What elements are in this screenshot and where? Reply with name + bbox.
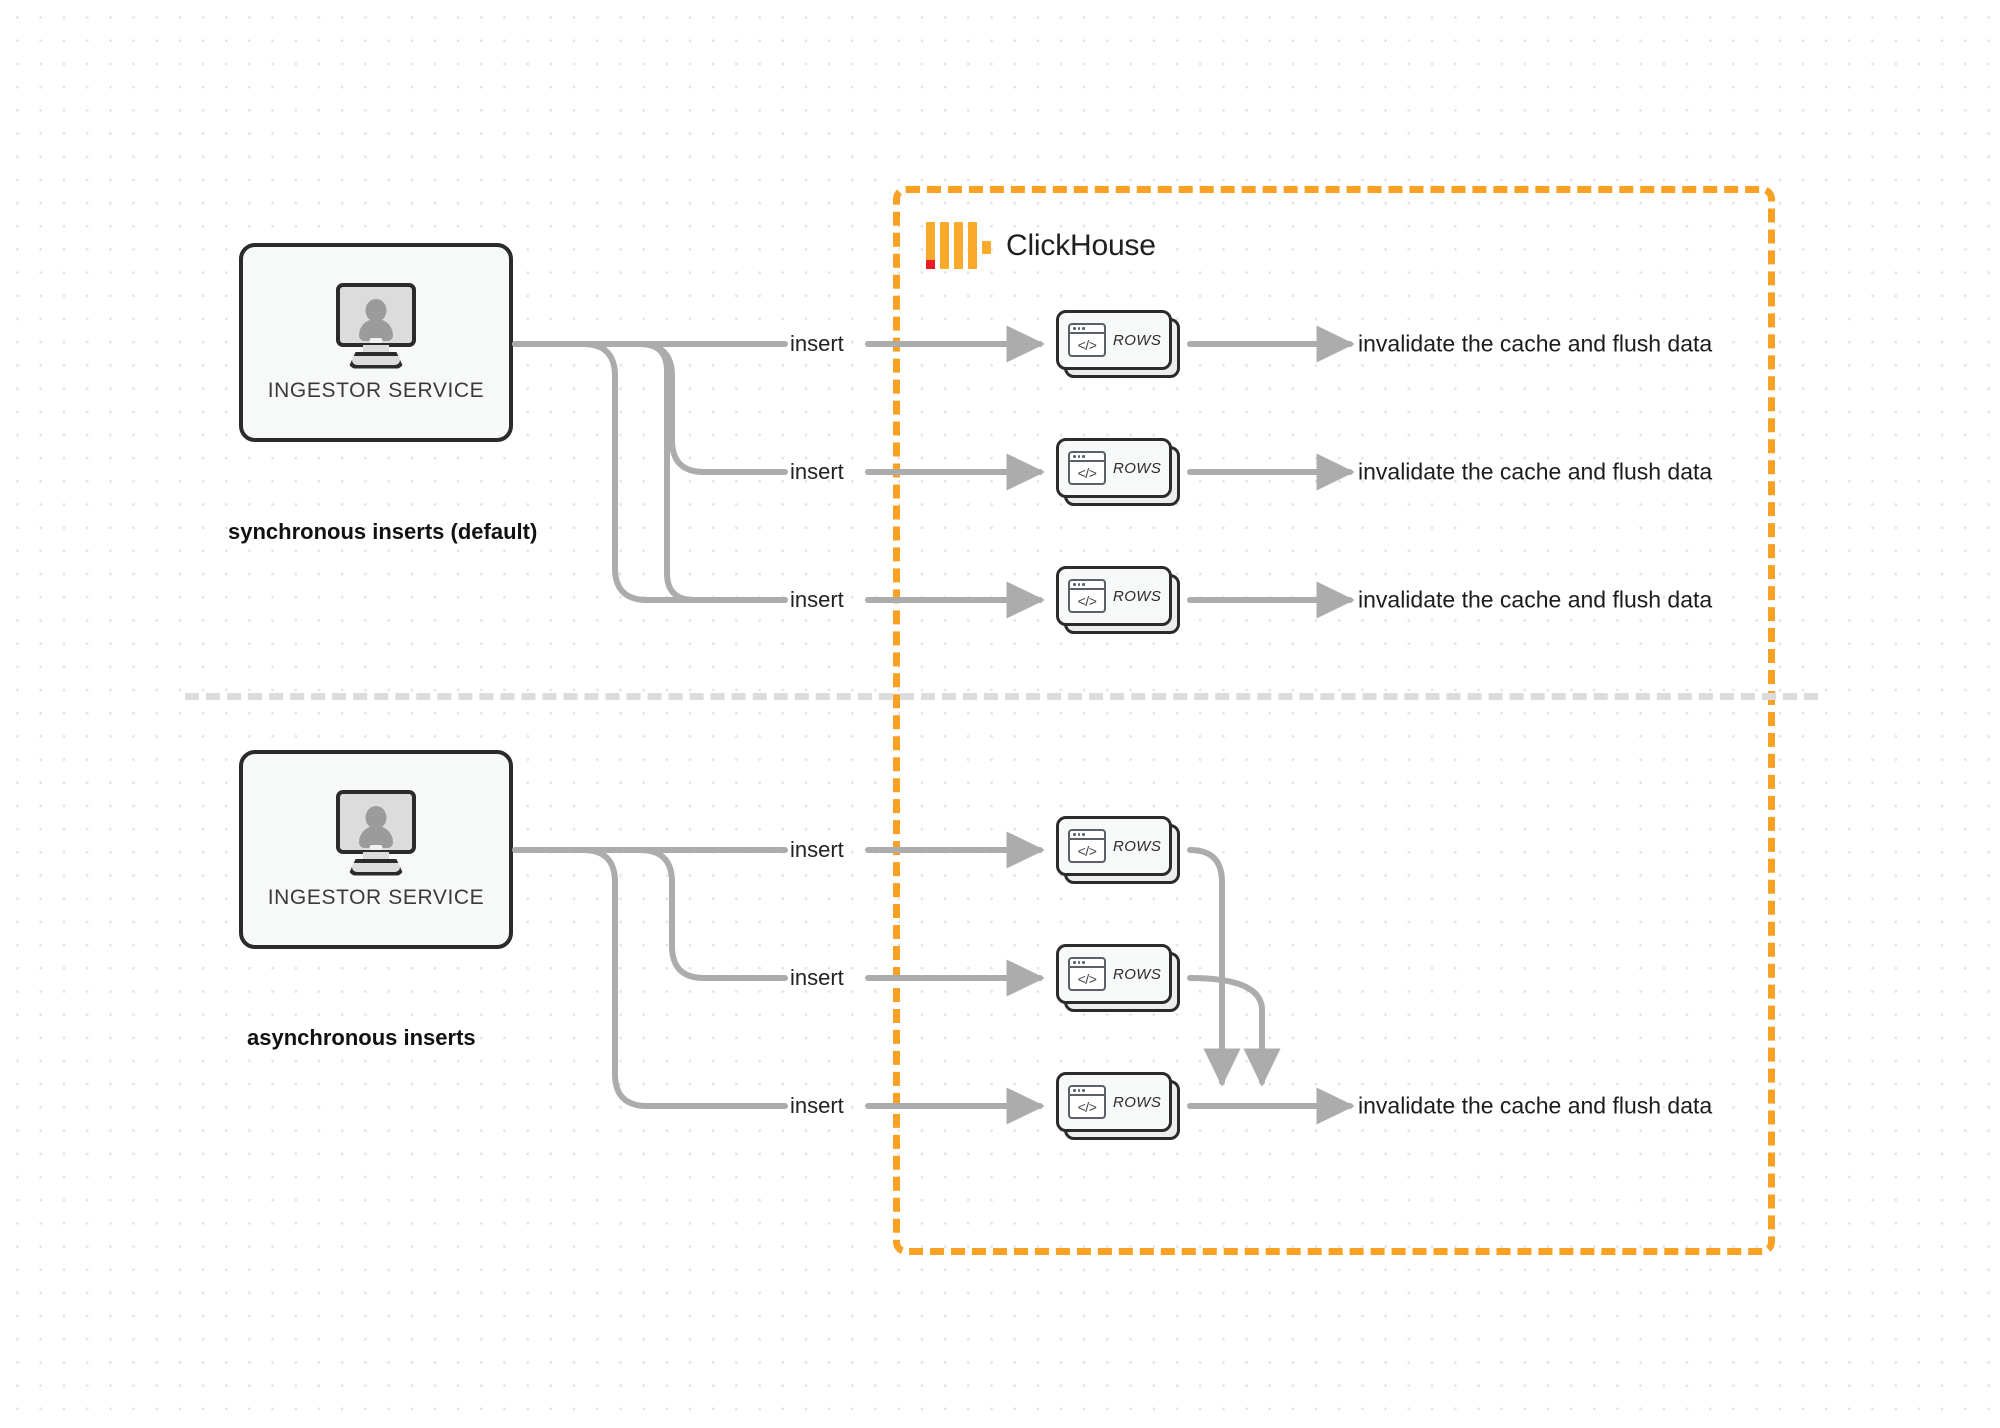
monitor-user-icon — [330, 282, 422, 369]
ingestor-service-async[interactable]: INGESTOR SERVICE — [239, 750, 513, 949]
insert-label-sync-3: insert — [790, 587, 844, 612]
rows-label: ROWS — [1113, 459, 1162, 477]
insert-label-sync-2: insert — [790, 459, 844, 484]
clickhouse-header: ClickHouse — [926, 222, 1156, 269]
rows-label: ROWS — [1113, 1093, 1162, 1111]
rows-label: ROWS — [1113, 587, 1162, 605]
rows-card-async-1[interactable]: </> ROWS — [1056, 816, 1180, 884]
flush-label-sync-2: invalidate the cache and flush data — [1358, 458, 1713, 485]
section-divider — [185, 693, 1818, 700]
insert-label-async-3: insert — [790, 1093, 844, 1118]
code-glyph: </> — [1077, 842, 1097, 859]
code-window-icon: </> — [1068, 323, 1106, 357]
flush-label-async-merged: invalidate the cache and flush data — [1358, 1092, 1713, 1119]
insert-label-async-2: insert — [790, 965, 844, 990]
insert-label-async-1: insert — [790, 837, 844, 862]
code-glyph: </> — [1077, 1098, 1097, 1115]
rows-label: ROWS — [1113, 965, 1162, 983]
rows-card-async-2[interactable]: </> ROWS — [1056, 944, 1180, 1012]
clickhouse-title: ClickHouse — [1006, 228, 1156, 262]
code-glyph: </> — [1077, 464, 1097, 481]
rows-card-sync-2[interactable]: </> ROWS — [1056, 438, 1180, 506]
rows-label: ROWS — [1113, 331, 1162, 349]
ingestor-service-sync[interactable]: INGESTOR SERVICE — [239, 243, 513, 442]
code-window-icon: </> — [1068, 957, 1106, 991]
rows-card-sync-1[interactable]: </> ROWS — [1056, 310, 1180, 378]
ingestor-service-label-sync: INGESTOR SERVICE — [267, 378, 485, 402]
code-window-icon: </> — [1068, 829, 1106, 863]
code-glyph: </> — [1077, 970, 1097, 987]
caption-asynchronous: asynchronous inserts — [247, 1025, 476, 1050]
code-window-icon: </> — [1068, 1085, 1106, 1119]
flush-label-sync-1: invalidate the cache and flush data — [1358, 330, 1713, 357]
rows-card-sync-3[interactable]: </> ROWS — [1056, 566, 1180, 634]
code-glyph: </> — [1077, 592, 1097, 609]
code-window-icon: </> — [1068, 579, 1106, 613]
clickhouse-boundary — [893, 186, 1775, 1255]
clickhouse-logo-icon — [926, 222, 991, 269]
flush-label-sync-3: invalidate the cache and flush data — [1358, 586, 1713, 613]
monitor-user-icon — [330, 789, 422, 876]
ingestor-service-label-async: INGESTOR SERVICE — [267, 885, 485, 909]
insert-label-sync-1: insert — [790, 331, 844, 356]
code-window-icon: </> — [1068, 451, 1106, 485]
code-glyph: </> — [1077, 336, 1097, 353]
rows-card-async-3[interactable]: </> ROWS — [1056, 1072, 1180, 1140]
caption-synchronous: synchronous inserts (default) — [228, 519, 538, 544]
rows-label: ROWS — [1113, 837, 1162, 855]
